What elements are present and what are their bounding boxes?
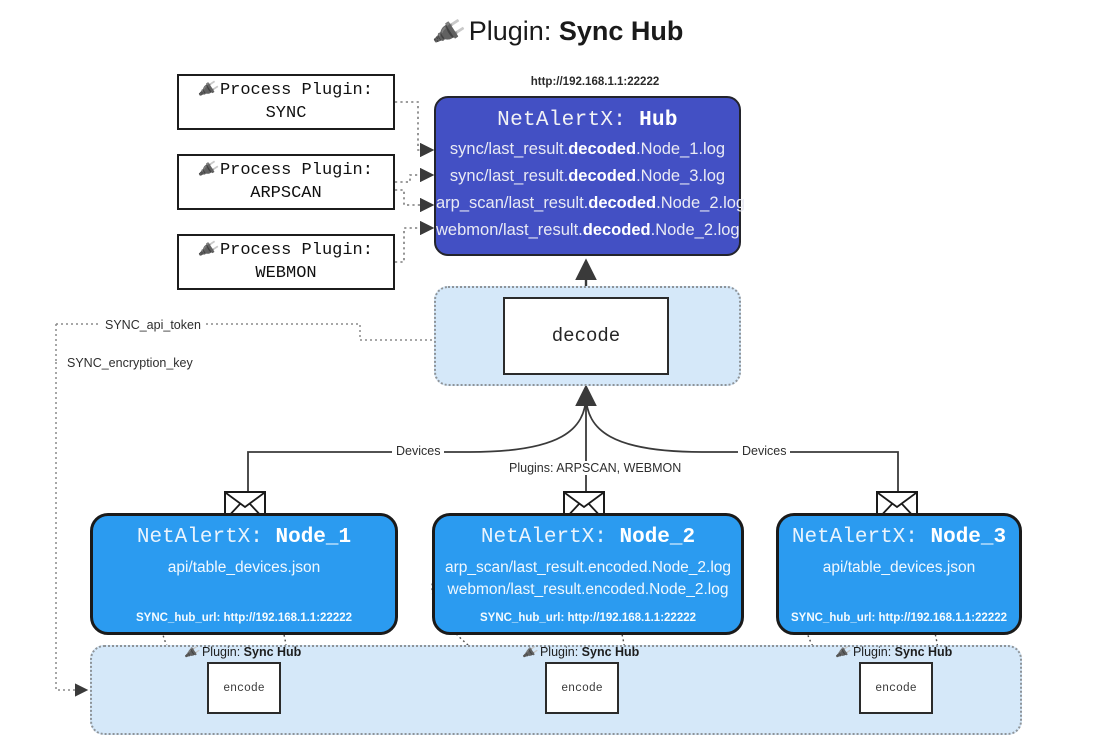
process-plugin-sync-line2: SYNC	[265, 104, 307, 123]
process-plugin-arpscan[interactable]: 🔌Process Plugin: ARPSCAN	[177, 154, 395, 210]
process-plugin-webmon-line2: WEBMON	[255, 264, 317, 283]
node-box-node-3[interactable]: NetAlertX: Node_3 api/table_devices.json…	[776, 513, 1022, 635]
label-sync-encryption-key: SYNC_encryption_key	[63, 356, 197, 370]
label-plugins: Plugins: ARPSCAN, WEBMON	[505, 461, 686, 475]
bottom-plugin-label-3: 🔌Plugin: Sync Hub	[834, 643, 953, 661]
hub-title-name: Hub	[639, 109, 678, 132]
hub-log-1: sync/last_result.decoded.Node_1.log	[449, 140, 726, 158]
node-3-line-1: api/table_devices.json	[822, 559, 976, 576]
node-box-node-1[interactable]: NetAlertX: Node_1 api/table_devices.json…	[90, 513, 398, 635]
plug-icon: 🔌	[197, 237, 221, 260]
plug-icon: 🔌	[197, 157, 221, 180]
process-plugin-sync[interactable]: 🔌Process Plugin: SYNC	[177, 74, 395, 130]
hub-title-prefix: NetAlertX:	[497, 109, 627, 132]
page-title-prefix: Plugin:	[468, 16, 552, 46]
encode-box-2[interactable]: encode	[545, 662, 619, 714]
node-2-line-2: webmon/last_result.encoded.Node_2.log	[447, 581, 729, 598]
bottom-plugin-label-2: 🔌Plugin: Sync Hub	[521, 643, 640, 661]
plug-icon: 🔌	[183, 643, 202, 661]
plug-icon: 🔌	[197, 77, 221, 100]
hub-box[interactable]: NetAlertX: Hub sync/last_result.decoded.…	[434, 96, 746, 256]
process-plugin-sync-line1: 🔌Process Plugin:	[197, 77, 373, 101]
process-plugin-webmon[interactable]: 🔌Process Plugin: WEBMON	[177, 234, 395, 290]
node-3-hub-url: SYNC_hub_url: http://192.168.1.1:22222	[790, 612, 1008, 624]
node-1-title: NetAlertX: Node_1	[136, 526, 352, 549]
label-devices-left: Devices	[392, 444, 445, 458]
page-title: 🔌Plugin: Sync Hub	[0, 15, 1117, 49]
process-plugin-arpscan-line1: 🔌Process Plugin:	[197, 157, 373, 181]
bottom-plugin-label-1: 🔌Plugin: Sync Hub	[183, 643, 302, 661]
node-1-line-1: api/table_devices.json	[167, 559, 321, 576]
hub-log-2: sync/last_result.decoded.Node_3.log	[449, 167, 726, 185]
encode-box-1[interactable]: encode	[207, 662, 281, 714]
plug-icon: 🔌	[834, 643, 853, 661]
hub-url-label: http://192.168.1.1:22222	[530, 76, 660, 88]
hub-title: NetAlertX: Hub	[436, 109, 739, 132]
plug-icon: 🔌	[431, 15, 468, 49]
node-2-title: NetAlertX: Node_2	[480, 526, 696, 549]
hub-log-3: arp_scan/last_result.decoded.Node_2.log	[436, 194, 746, 212]
label-devices-right: Devices	[738, 444, 791, 458]
plug-icon: 🔌	[521, 643, 540, 661]
decode-box[interactable]: decode	[503, 297, 669, 375]
node-2-hub-url: SYNC_hub_url: http://192.168.1.1:22222	[479, 612, 697, 624]
node-box-node-2[interactable]: NetAlertX: Node_2 arp_scan/last_result.e…	[432, 513, 744, 635]
process-plugin-arpscan-line2: ARPSCAN	[250, 184, 322, 203]
process-plugin-webmon-line1: 🔌Process Plugin:	[197, 237, 373, 261]
hub-log-4: webmon/last_result.decoded.Node_2.log	[436, 221, 740, 239]
node-1-hub-url: SYNC_hub_url: http://192.168.1.1:22222	[135, 612, 353, 624]
label-sync-api-token: SYNC_api_token	[101, 318, 205, 332]
page-title-name: Sync Hub	[558, 16, 684, 46]
node-3-title: NetAlertX: Node_3	[791, 526, 1007, 549]
node-2-line-1: arp_scan/last_result.encoded.Node_2.log	[444, 559, 732, 576]
encode-box-3[interactable]: encode	[859, 662, 933, 714]
